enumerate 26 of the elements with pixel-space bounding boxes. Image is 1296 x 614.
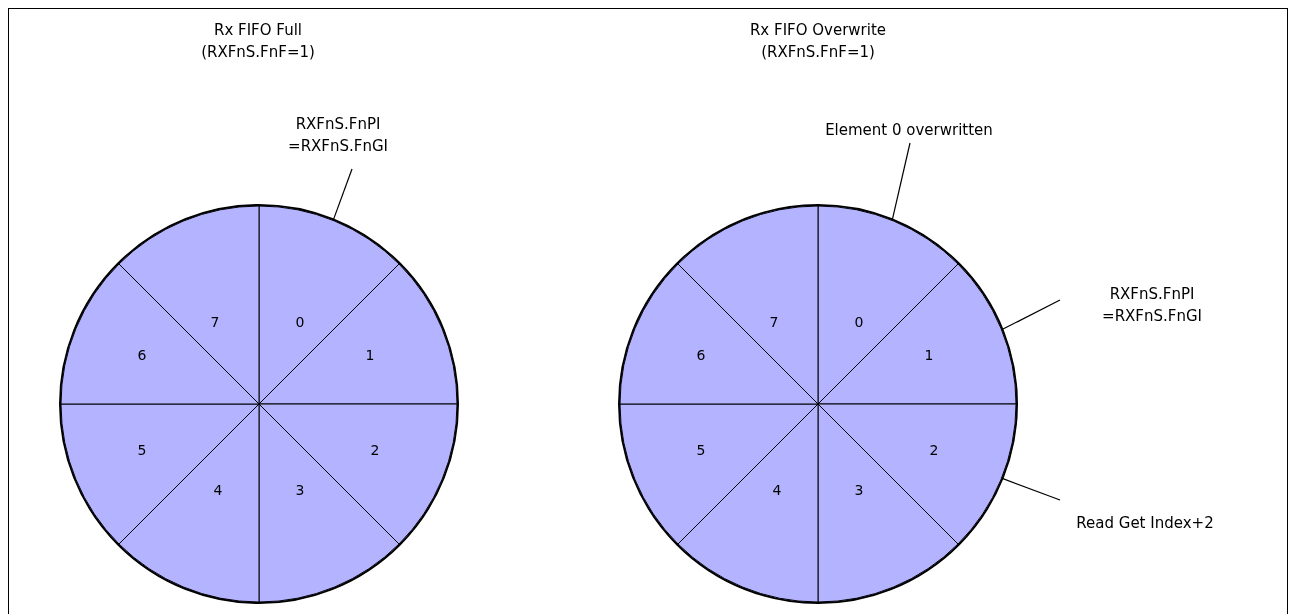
leader-line [891, 142, 911, 221]
sector-number: 1 [365, 347, 375, 363]
sector-number: 3 [295, 482, 305, 498]
panel-heading-label: Rx FIFO Full (RXFnS.FnF=1) [200, 20, 316, 63]
sector-number: 7 [769, 314, 779, 330]
panel-heading-label: Rx FIFO Overwrite (RXFnS.FnF=1) [748, 20, 888, 63]
callout-text: Read Get Index+2 [1055, 512, 1235, 534]
sector-number: 2 [370, 442, 380, 458]
sector-number: 0 [295, 314, 305, 330]
sector-number: 7 [210, 314, 220, 330]
leader-line [332, 168, 353, 221]
sector-number: 0 [854, 314, 864, 330]
sector-number: 2 [929, 442, 939, 458]
callout-text: Element 0 overwritten [799, 119, 1019, 141]
leader-line [1001, 299, 1061, 331]
sector-number: 5 [696, 442, 706, 458]
sector-number: 6 [137, 347, 147, 363]
callout-text: RXFnS.FnPI =RXFnS.FnGI [273, 113, 403, 157]
callout-text: RXFnS.FnPI =RXFnS.FnGI [1087, 283, 1217, 327]
sector-number: 4 [772, 482, 782, 498]
sector-number: 3 [854, 482, 864, 498]
sector-number: 5 [137, 442, 147, 458]
leader-line [1001, 477, 1061, 501]
sector-number: 1 [924, 347, 934, 363]
sector-number: 4 [213, 482, 223, 498]
sector-number: 6 [696, 347, 706, 363]
